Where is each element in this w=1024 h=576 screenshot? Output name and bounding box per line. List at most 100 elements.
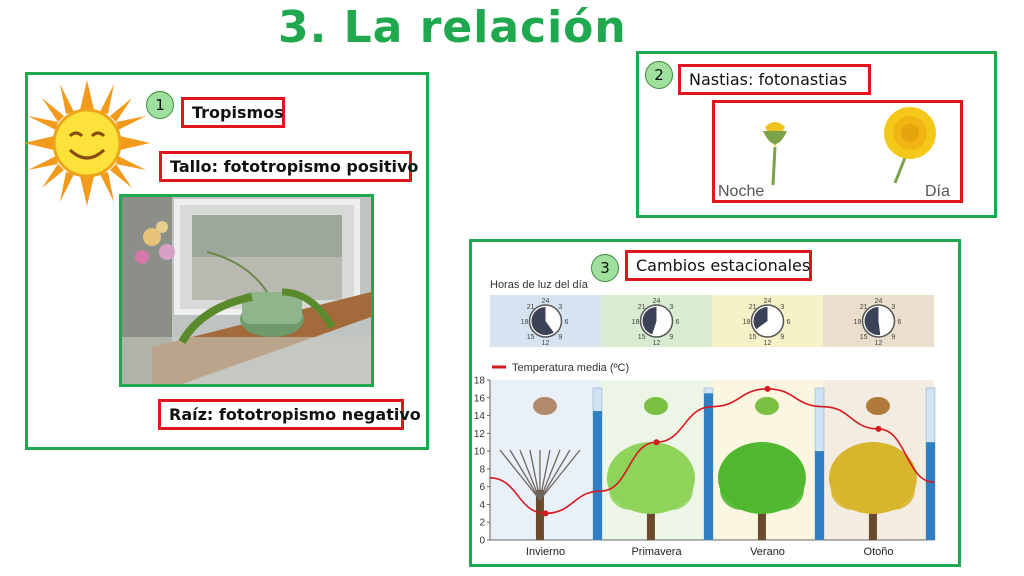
clock-tick-label: 21 (749, 304, 757, 311)
tree-branch (539, 449, 561, 501)
dandelion-image-frame: Noche Día (712, 100, 963, 203)
clock-tick-label: 6 (565, 319, 569, 326)
thermometer-level (593, 411, 602, 540)
clock-tick-label: 9 (558, 334, 562, 341)
thermometer-level (926, 442, 935, 540)
label-dia: Día (925, 183, 950, 200)
clock-tick-label: 21 (527, 304, 535, 311)
label-tallo: Tallo: fototropismo positivo (159, 151, 418, 182)
clock-tick-label: 15 (638, 334, 646, 341)
clock-tick-label: 6 (898, 319, 902, 326)
dandelion-open-icon (884, 107, 936, 184)
clock-tick-label: 9 (669, 334, 673, 341)
y-tick-label: 16 (474, 393, 486, 404)
tree-branch (509, 449, 541, 501)
clock-tick-label: 12 (542, 340, 550, 347)
sun-icon (24, 80, 150, 206)
y-tick-label: 4 (479, 500, 485, 511)
season-label: Verano (750, 546, 785, 558)
clock-tick-label: 18 (632, 319, 640, 326)
clock-tick-label: 15 (749, 334, 757, 341)
clock-tick-label: 12 (653, 340, 661, 347)
clock-night-1 (531, 307, 554, 335)
season-label: Otoño (864, 546, 894, 558)
leaf-icon (643, 397, 668, 415)
clock-tick-label: 15 (860, 334, 868, 341)
leaf-icon (754, 397, 779, 415)
tree-trunk (646, 490, 655, 540)
thermometer-level (704, 393, 713, 540)
tree-crown (759, 470, 804, 510)
clock-tick-label: 18 (854, 319, 862, 326)
number-badge-2: 2 (645, 61, 673, 89)
season-label: Invierno (526, 546, 565, 558)
clock-tick-label: 18 (521, 319, 529, 326)
label-nastias: Nastias: fotonastias (678, 64, 871, 95)
clock-tick-label: 9 (891, 334, 895, 341)
label-cambios-estacionales: Cambios estacionales (625, 250, 812, 281)
clock-tick-label: 12 (764, 340, 772, 347)
clock-tick-label: 21 (860, 304, 868, 311)
tree-crown (608, 470, 653, 510)
clock-tick-label: 24 (875, 298, 883, 305)
tree-branch (499, 449, 541, 501)
leaf-icon (532, 397, 557, 415)
label-noche: Noche (718, 183, 765, 200)
y-tick-label: 18 (474, 376, 486, 387)
y-tick-label: 0 (479, 536, 485, 547)
season-label: Primavera (631, 546, 682, 558)
temperature-point (875, 425, 882, 432)
clock-tick-label: 24 (542, 298, 550, 305)
season-chart: Horas de luz del día 2436912151821243691… (474, 279, 936, 558)
clock-tick-label: 24 (653, 298, 661, 305)
y-tick-label: 2 (479, 518, 485, 529)
clock-tick-label: 15 (527, 334, 535, 341)
clock-night-3 (753, 307, 768, 330)
y-tick-label: 8 (479, 464, 485, 475)
y-tick-label: 12 (474, 429, 486, 440)
tree-icon (606, 442, 695, 540)
clock-tick-label: 6 (676, 319, 680, 326)
thermometer-level (815, 451, 824, 540)
clock-tick-label: 24 (764, 298, 772, 305)
tree-trunk (868, 490, 877, 540)
tree-trunk (757, 490, 766, 540)
number-badge-3: 3 (591, 254, 619, 282)
tree-trunk (535, 490, 544, 540)
clock-tick-label: 3 (891, 304, 895, 311)
bare-tree-icon (499, 449, 581, 540)
clock-tick-label: 9 (780, 334, 784, 341)
clock-tick-label: 6 (787, 319, 791, 326)
clock-night-4 (864, 307, 881, 335)
leaf-icon (865, 397, 890, 415)
y-tick-label: 14 (474, 411, 486, 422)
clock-night-2 (642, 307, 657, 335)
number-badge-1: 1 (146, 91, 174, 119)
tree-icon (828, 442, 917, 540)
tree-branch (539, 449, 571, 501)
orchid-window-photo (119, 194, 374, 387)
clock-tick-label: 18 (743, 319, 751, 326)
temperature-point (653, 439, 660, 446)
tree-crown (719, 470, 764, 510)
temperature-point (542, 510, 549, 517)
clock-tick-label: 12 (875, 340, 883, 347)
tree-crown (830, 470, 875, 510)
tree-branch (539, 449, 581, 501)
horas-title: Horas de luz del día (490, 279, 589, 291)
tree-branch (529, 449, 541, 501)
dandelion-closed-icon (763, 122, 787, 186)
clock-tick-label: 3 (780, 304, 784, 311)
temperature-point (764, 385, 771, 392)
label-raiz: Raíz: fototropismo negativo (158, 399, 421, 430)
clock-tick-label: 3 (669, 304, 673, 311)
clock-tick-label: 3 (558, 304, 562, 311)
temperature-line (489, 388, 935, 515)
temp-legend: Temperatura media (ºC) (512, 362, 629, 374)
tree-icon (717, 442, 806, 540)
clock-tick-label: 21 (638, 304, 646, 311)
y-tick-label: 10 (474, 447, 486, 458)
label-tropismos: Tropismos (181, 97, 285, 128)
tree-branch (519, 449, 541, 501)
y-tick-label: 6 (479, 482, 485, 493)
